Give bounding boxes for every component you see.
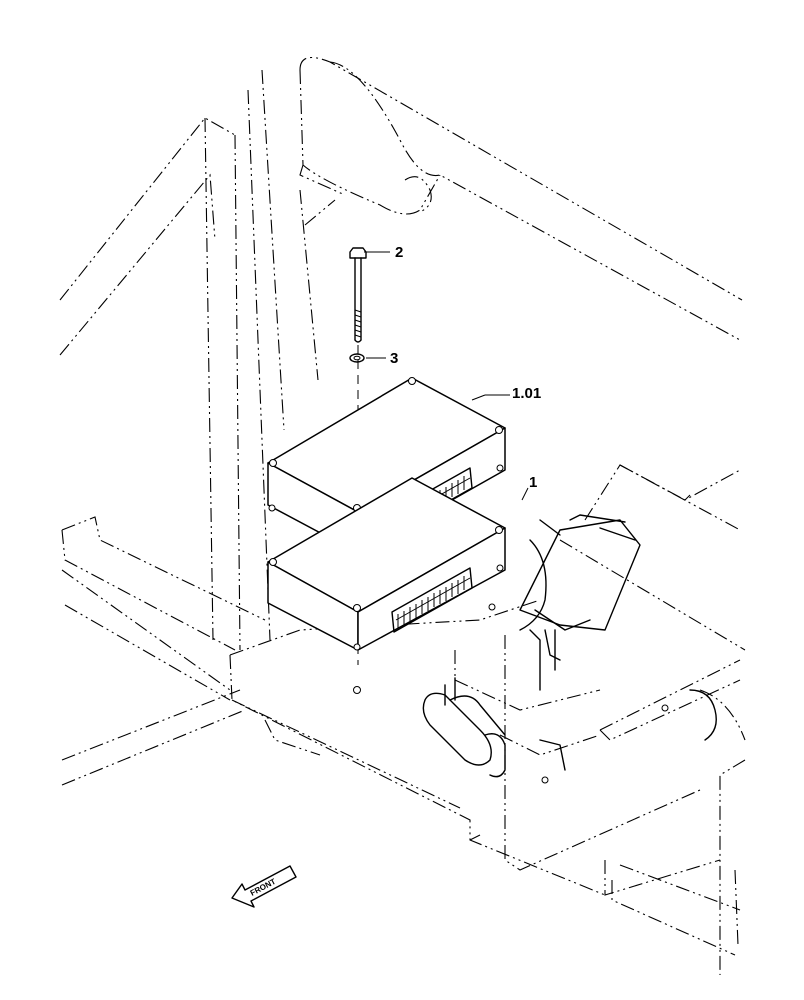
washer (349, 353, 365, 363)
machine-frame-phantom (59, 56, 746, 975)
control-module-lower (267, 477, 506, 694)
callout-label-washer: 3 (390, 350, 398, 367)
callout-label-upper-module: 1.01 (512, 385, 541, 402)
callout-label-bolt: 2 (395, 244, 403, 261)
harness-and-connectors (422, 514, 717, 784)
callout-label-lower-module: 1 (529, 474, 537, 491)
callout-leaders (364, 251, 529, 501)
front-direction-arrow: FRONT (231, 865, 297, 908)
bolt (349, 247, 367, 343)
